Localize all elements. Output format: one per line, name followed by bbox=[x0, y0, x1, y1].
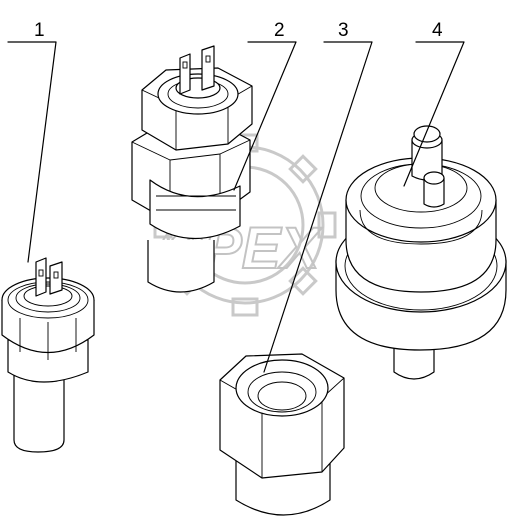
callout-1: 1 bbox=[34, 20, 45, 41]
callout-3: 3 bbox=[338, 20, 349, 41]
callout-2: 2 bbox=[274, 20, 285, 41]
callout-4: 4 bbox=[432, 20, 443, 41]
part-3-adapter bbox=[219, 353, 345, 516]
leader-lines bbox=[7, 41, 465, 373]
part-1-sender bbox=[1, 257, 95, 453]
part-2-switch bbox=[131, 45, 253, 293]
part-4-sensor bbox=[335, 125, 507, 380]
